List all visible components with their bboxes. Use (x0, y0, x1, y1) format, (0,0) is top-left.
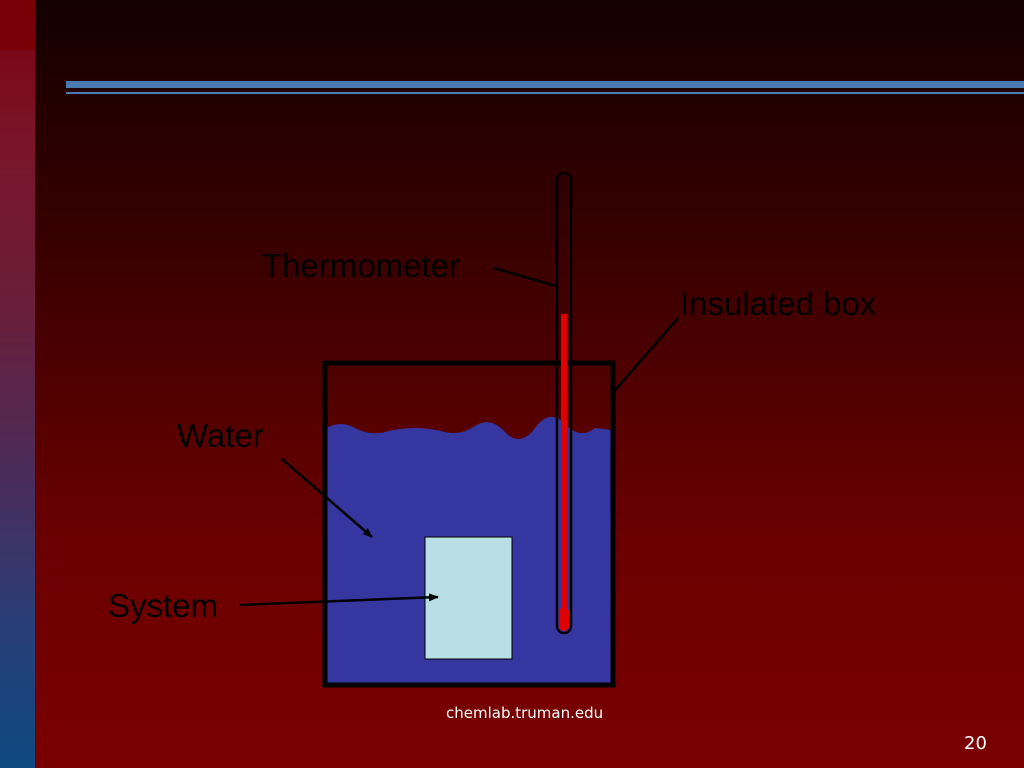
insulated-box-leader (610, 317, 679, 396)
thermometer-leader (493, 266, 557, 288)
page-number: 20 (964, 733, 987, 754)
water-arrow (281, 458, 373, 538)
system-arrow (238, 593, 439, 607)
title-divider-thin (66, 92, 1024, 94)
insulated-box-label: Insulated box (680, 285, 877, 322)
left-accent-bar (0, 0, 35, 768)
thermometer-tube (555, 171, 573, 635)
insulated-box (322, 360, 616, 688)
left-accent-bar-top (0, 0, 35, 50)
water-label: Water (177, 417, 264, 454)
title-divider-thick (66, 81, 1024, 88)
source-credit: chemlab.truman.edu (446, 704, 604, 722)
thermometer-mercury (561, 314, 567, 614)
thermometer-bulb (559, 607, 569, 631)
thermometer-label: Thermometer (262, 247, 460, 284)
system-block (424, 536, 513, 660)
system-label: System (108, 587, 218, 624)
